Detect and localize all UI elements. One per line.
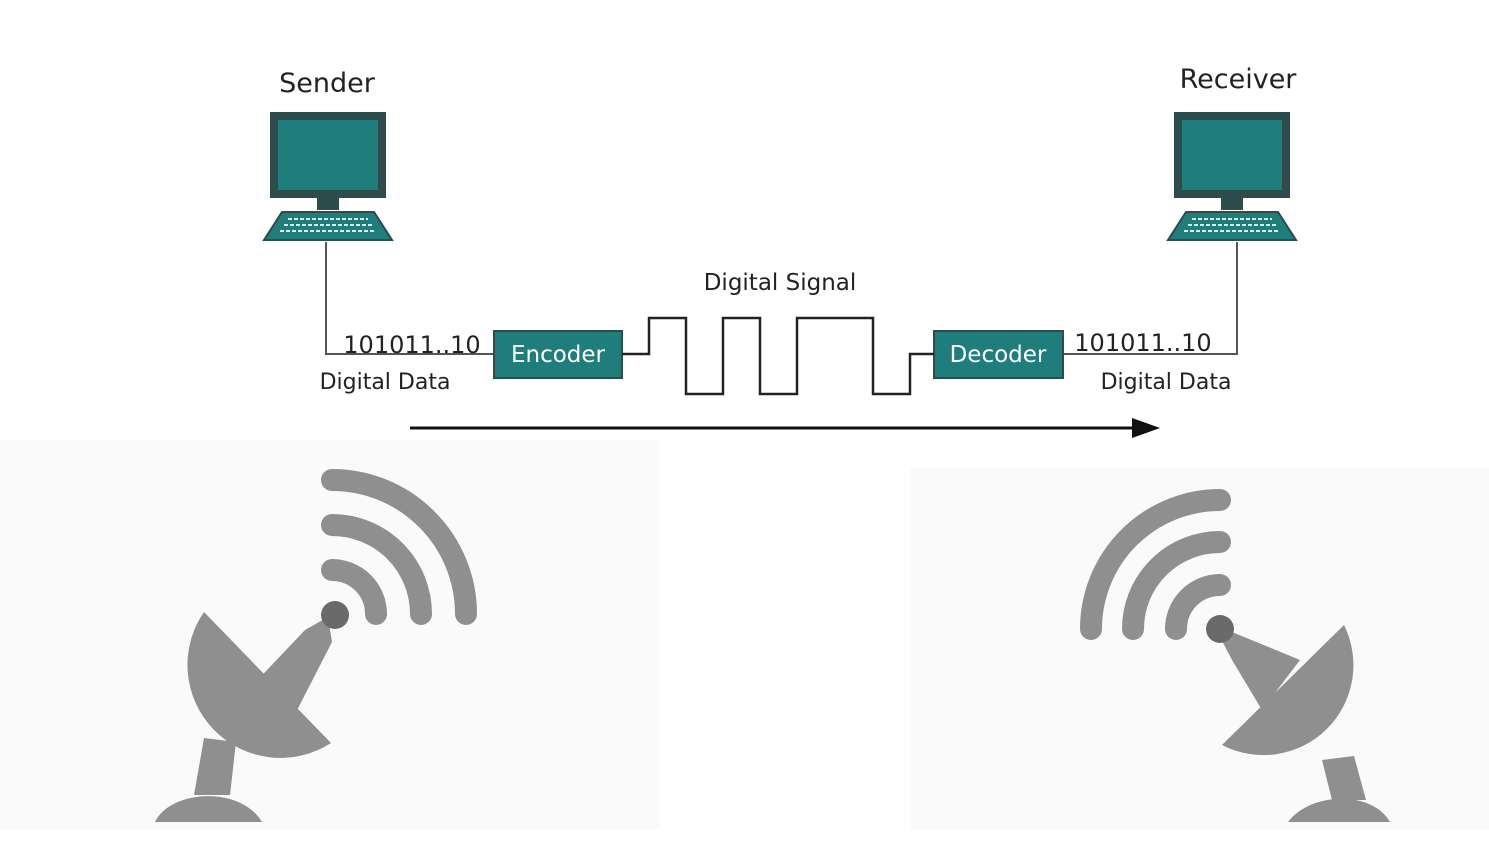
arrow-right-icon	[410, 418, 1160, 438]
receiver-title: Receiver	[1180, 64, 1298, 95]
decoder-box: Decoder	[933, 330, 1064, 379]
receiver-satellite-dish-icon	[1080, 489, 1390, 822]
sender-wireless-waves-icon	[321, 469, 477, 625]
digital-signal-label: Digital Signal	[704, 270, 857, 296]
sender-satellite-dish-icon	[155, 469, 477, 822]
receiver-connection-line	[1063, 242, 1238, 355]
background-panel-right	[910, 468, 1489, 830]
receiver-wireless-waves-icon	[1080, 489, 1231, 640]
sender-computer-icon	[262, 112, 394, 241]
receiver-computer-icon	[1166, 112, 1298, 241]
receiver-data-bits: 101011..10	[1074, 329, 1211, 357]
sender-title: Sender	[279, 68, 376, 99]
sender-data-label: Digital Data	[320, 370, 451, 395]
encoder-box: Encoder	[493, 330, 623, 379]
decoder-label: Decoder	[950, 342, 1047, 368]
encoder-label: Encoder	[511, 342, 606, 368]
sender-connection-line	[325, 242, 494, 355]
digital-signal-waveform	[622, 316, 934, 396]
sender-data-bits: 101011..10	[343, 331, 480, 359]
receiver-data-label: Digital Data	[1101, 370, 1232, 395]
